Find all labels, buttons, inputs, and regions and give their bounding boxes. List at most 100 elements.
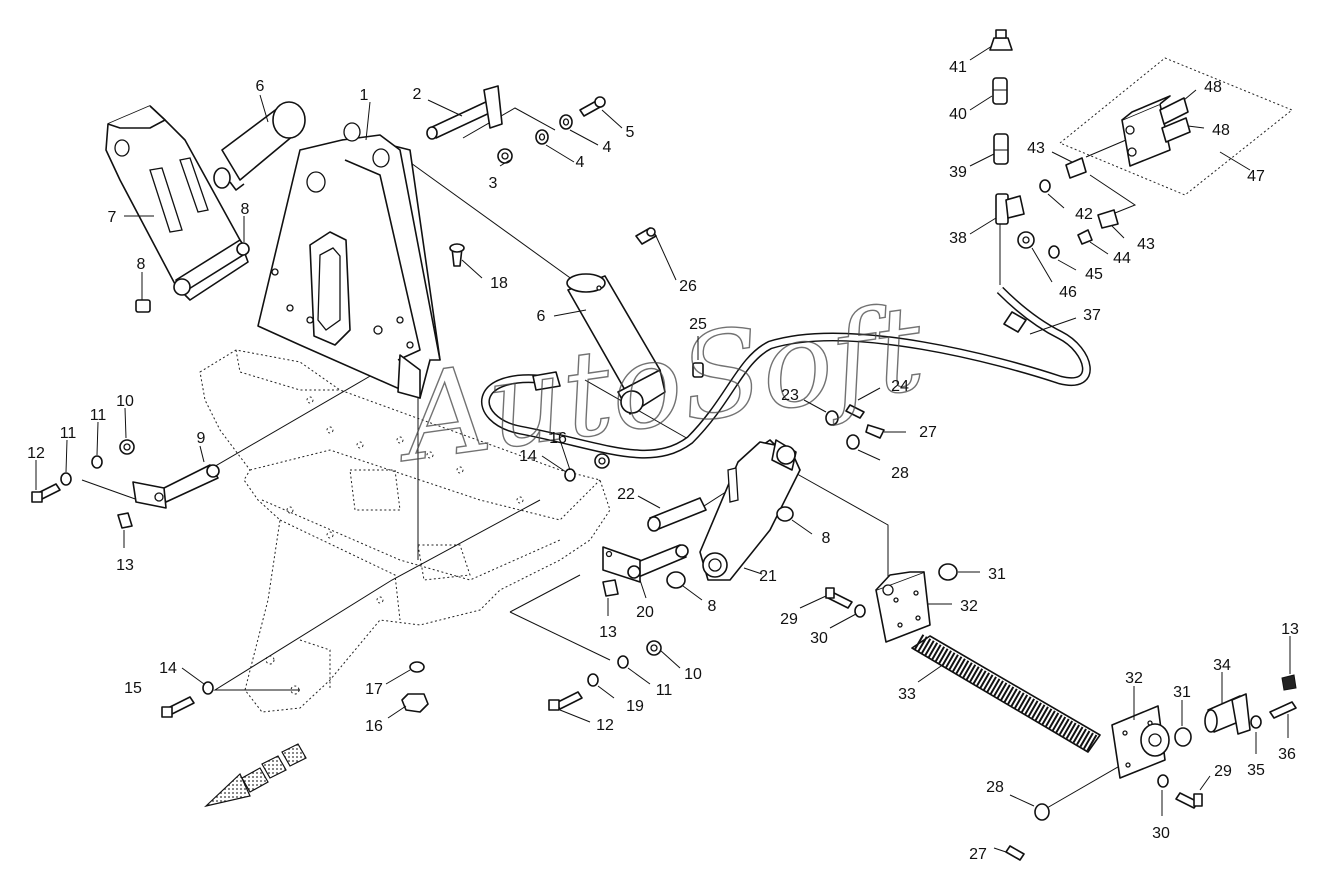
part-2-upper-pin bbox=[426, 85, 503, 140]
part-18-screw bbox=[449, 243, 465, 267]
part-38-tee-fitting bbox=[995, 193, 1025, 225]
callout-11b: 11 bbox=[60, 425, 77, 442]
callout-6a: 6 bbox=[256, 78, 265, 95]
callout-21: 21 bbox=[759, 568, 777, 585]
travel-direction-arrow bbox=[203, 743, 307, 808]
callout-22: 22 bbox=[617, 486, 635, 503]
part-43-adapter-upper bbox=[1065, 157, 1087, 179]
callout-31a: 31 bbox=[988, 566, 1006, 583]
callout-14b: 14 bbox=[159, 660, 177, 677]
callout-20: 20 bbox=[636, 604, 654, 621]
callout-19: 19 bbox=[626, 698, 644, 715]
callout-23: 23 bbox=[781, 387, 799, 404]
callout-labels: 1 2 3 4 4 5 6 6 7 8 8 8 8 9 10 10 11 11 bbox=[27, 45, 1299, 863]
callout-5: 5 bbox=[626, 124, 635, 141]
part-13-grease-nipple-mid bbox=[602, 579, 619, 597]
part-13-grease-nipple-right bbox=[1281, 674, 1297, 691]
part-45-washer bbox=[1048, 245, 1060, 259]
part-14-washer-lower bbox=[202, 681, 214, 695]
part-22-pivot-pin bbox=[647, 497, 707, 532]
callout-32b: 32 bbox=[1125, 670, 1143, 687]
callout-16b: 16 bbox=[365, 718, 383, 735]
callout-8d: 8 bbox=[708, 598, 717, 615]
part-32-spring-bracket-upper bbox=[875, 571, 931, 643]
part-11-washer-mid bbox=[617, 655, 629, 669]
callout-16a: 16 bbox=[549, 430, 567, 447]
callout-17: 17 bbox=[365, 681, 383, 698]
part-23-oring bbox=[825, 410, 839, 426]
part-8-nut-lever-lower bbox=[666, 571, 686, 589]
part-35-washer-right bbox=[1250, 715, 1262, 729]
part-14-washer-mid bbox=[564, 468, 576, 482]
callout-42: 42 bbox=[1075, 206, 1093, 223]
callout-8c: 8 bbox=[822, 530, 831, 547]
part-12-bolt-left bbox=[31, 483, 61, 503]
callout-30a: 30 bbox=[810, 630, 828, 647]
part-28-ring-upper bbox=[846, 434, 860, 450]
callout-12a: 12 bbox=[27, 445, 45, 462]
callout-35: 35 bbox=[1247, 762, 1265, 779]
part-6-cylinder-middle bbox=[566, 273, 666, 415]
callout-48b: 48 bbox=[1212, 122, 1230, 139]
callout-27a: 27 bbox=[919, 424, 937, 441]
part-39-fitting bbox=[993, 133, 1009, 165]
callout-45: 45 bbox=[1085, 266, 1103, 283]
part-8-nut-left-lower bbox=[135, 299, 151, 313]
part-33-tension-spring bbox=[911, 634, 1101, 753]
part-9-pivot-pin-left bbox=[132, 464, 220, 509]
callout-44: 44 bbox=[1113, 250, 1131, 267]
callout-13c: 13 bbox=[1281, 621, 1299, 638]
part-31-bushing-lower bbox=[1174, 727, 1192, 747]
part-29-bolt-upper bbox=[825, 587, 853, 609]
part-16-nut-mid bbox=[594, 453, 610, 469]
callout-4a: 4 bbox=[603, 139, 612, 156]
part-29-bolt-lower bbox=[1175, 792, 1203, 809]
part-11-washer-left-a bbox=[60, 472, 72, 486]
part-43-adapter-lower bbox=[1097, 209, 1119, 229]
callout-43b: 43 bbox=[1137, 236, 1155, 253]
part-19-washer-mid bbox=[587, 673, 599, 687]
part-30-washer-lower bbox=[1157, 774, 1169, 788]
callout-13a: 13 bbox=[116, 557, 134, 574]
callout-10a: 10 bbox=[116, 393, 134, 410]
callout-28b: 28 bbox=[986, 779, 1004, 796]
part-47-valve-assembly-frame bbox=[1059, 57, 1293, 196]
part-36-bolt-right bbox=[1269, 701, 1297, 719]
part-5-bolt bbox=[579, 96, 606, 117]
part-10-nut-left bbox=[119, 439, 135, 455]
part-27-pin-lower bbox=[1005, 845, 1025, 861]
part-46-nut bbox=[1017, 231, 1035, 249]
part-4-washer-a bbox=[535, 129, 549, 145]
part-6-pin-housing-upper bbox=[213, 101, 306, 191]
part-17-washer-bottom bbox=[409, 661, 425, 673]
callout-38: 38 bbox=[949, 230, 967, 247]
callout-29b: 29 bbox=[1214, 763, 1232, 780]
part-21-lever-arm bbox=[699, 439, 801, 581]
tractor-frame-outline bbox=[199, 349, 611, 713]
part-32-spring-bracket-lower bbox=[1111, 705, 1170, 779]
part-24-dowel bbox=[845, 404, 865, 419]
part-13-grease-nipple-left bbox=[117, 512, 133, 529]
callout-48a: 48 bbox=[1204, 79, 1222, 96]
callout-30b: 30 bbox=[1152, 825, 1170, 842]
part-10-nut-mid bbox=[646, 640, 662, 656]
part-30-washer-upper bbox=[854, 604, 866, 618]
callout-8b: 8 bbox=[137, 256, 146, 273]
callout-41: 41 bbox=[949, 59, 967, 76]
callout-43a: 43 bbox=[1027, 140, 1045, 157]
part-34-pin bbox=[1204, 693, 1251, 735]
callout-7: 7 bbox=[108, 209, 117, 226]
callout-11c: 11 bbox=[656, 682, 673, 699]
part-3-nut bbox=[497, 148, 513, 164]
callout-37: 37 bbox=[1083, 307, 1101, 324]
callout-11a: 11 bbox=[90, 407, 107, 424]
callout-1: 1 bbox=[360, 87, 369, 104]
part-12-bolt-mid bbox=[548, 691, 583, 711]
callout-36: 36 bbox=[1278, 746, 1296, 763]
part-28-ring-lower bbox=[1034, 803, 1050, 821]
callout-4b: 4 bbox=[576, 154, 585, 171]
part-31-bushing-upper bbox=[938, 563, 958, 581]
callout-24: 24 bbox=[891, 378, 909, 395]
